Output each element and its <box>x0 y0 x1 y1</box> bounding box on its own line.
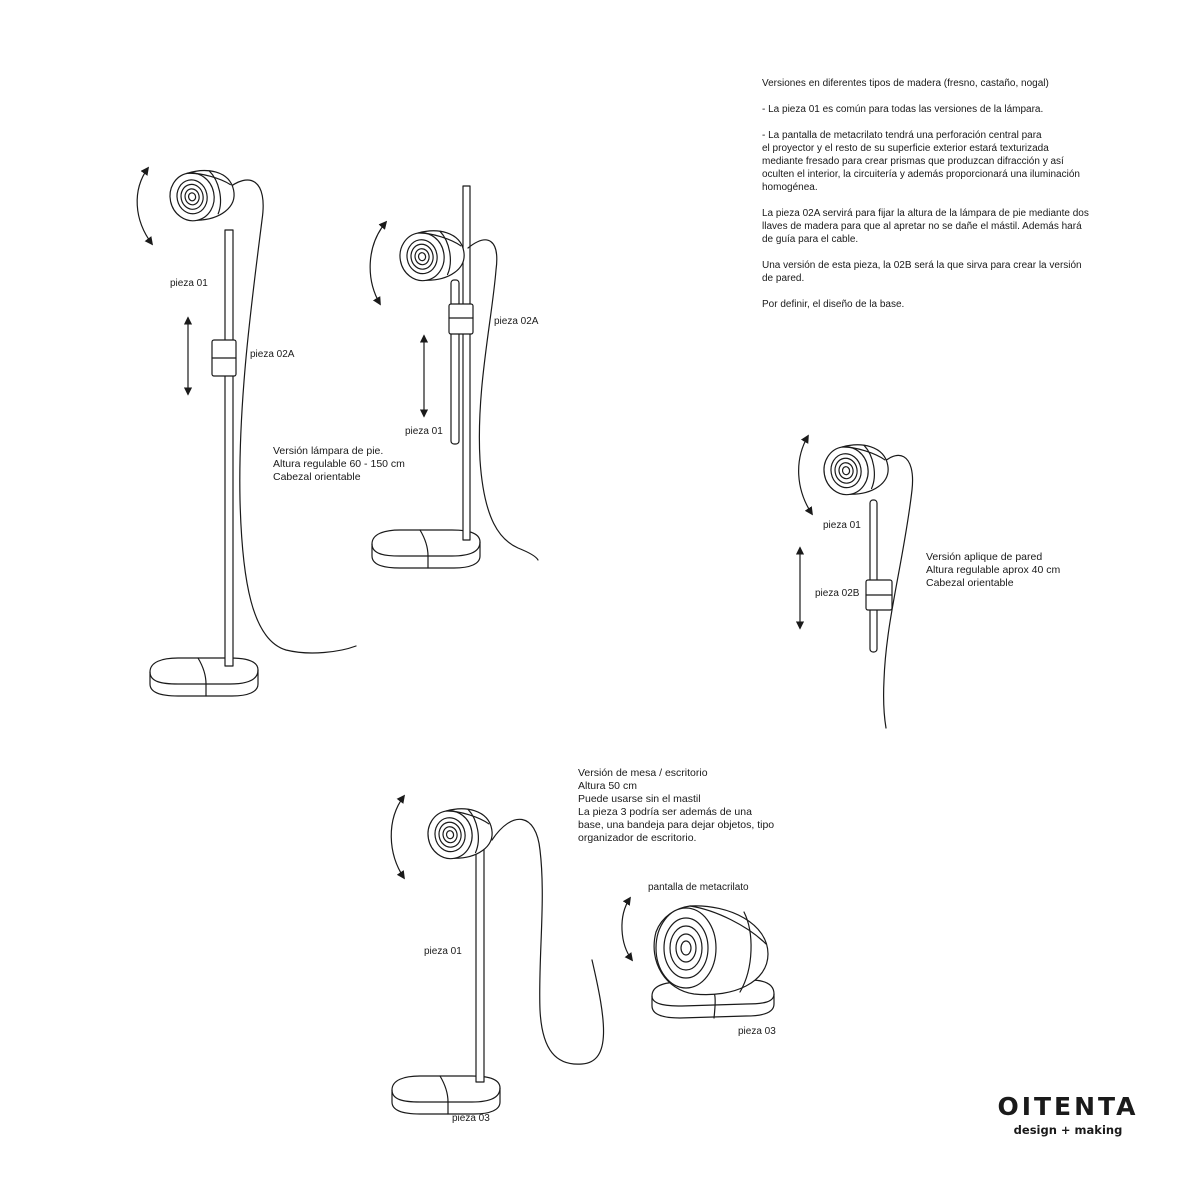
label-pieza01-wall: pieza 01 <box>823 520 861 531</box>
wall-lamp-drawing <box>795 434 913 728</box>
label-pieza01-floor: pieza 01 <box>170 278 208 289</box>
wall-lamp-line: Cabezal orientable <box>926 577 1014 589</box>
floor-lamp-description: Versión lámpara de pie. Altura regulable… <box>273 445 405 484</box>
note-line: Por definir, el diseño de la base. <box>762 299 905 310</box>
note-paragraph: - La pantalla de metacrilato tendrá una … <box>762 129 1122 194</box>
label-pieza01-desk: pieza 01 <box>424 946 462 957</box>
note-line: oculten el interior, la circuitería y ad… <box>762 169 1080 180</box>
label-pieza03-detail: pieza 03 <box>738 1026 776 1037</box>
desk-lamp-description: Versión de mesa / escritorio Altura 50 c… <box>578 767 774 845</box>
note-line: - La pieza 01 es común para todas las ve… <box>762 104 1044 115</box>
note-paragraph: Una versión de esta pieza, la 02B será l… <box>762 259 1122 285</box>
label-pantalla: pantalla de metacrilato <box>648 882 749 893</box>
note-line: Versiones en diferentes tipos de madera … <box>762 78 1049 89</box>
wall-lamp-line: Versión aplique de pared <box>926 551 1043 563</box>
note-line: homogénea. <box>762 182 818 193</box>
floor-lamp-line: Altura regulable 60 - 150 cm <box>273 458 405 470</box>
note-line: de guía para el cable. <box>762 234 859 245</box>
note-paragraph: La pieza 02A servirá para fijar la altur… <box>762 207 1122 246</box>
brand-logo: OITENTA design + making <box>994 1092 1142 1138</box>
label-pieza01-tall: pieza 01 <box>405 426 443 437</box>
wall-lamp-description: Versión aplique de pared Altura regulabl… <box>926 551 1060 590</box>
note-line: La pieza 02A servirá para fijar la altur… <box>762 208 1089 219</box>
note-line: mediante fresado para crear prismas que … <box>762 156 1064 167</box>
note-line: - La pantalla de metacrilato tendrá una … <box>762 130 1042 141</box>
label-pieza02a-floor: pieza 02A <box>250 349 295 360</box>
tall-lamp-drawing <box>370 186 538 569</box>
label-pieza03-desk: pieza 03 <box>452 1113 490 1124</box>
desk-lamp-drawing <box>391 794 603 1115</box>
brand-name: OITENTA <box>997 1092 1139 1121</box>
floor-lamp-line: Versión lámpara de pie. <box>273 445 384 457</box>
wall-lamp-line: Altura regulable aprox 40 cm <box>926 564 1061 576</box>
desk-lamp-line: Puede usarse sin el mastil <box>578 793 701 805</box>
note-line: llaves de madera para que al apretar no … <box>762 221 1082 232</box>
design-notes: Versiones en diferentes tipos de madera … <box>762 77 1122 324</box>
label-pieza02b-wall: pieza 02B <box>815 588 860 599</box>
note-line: de pared. <box>762 273 805 284</box>
label-pieza02a-tall: pieza 02A <box>494 316 539 327</box>
note-line: Una versión de esta pieza, la 02B será l… <box>762 260 1082 271</box>
floor-lamp-line: Cabezal orientable <box>273 471 361 483</box>
brand-tagline: design + making <box>1013 1123 1123 1137</box>
desk-lamp-line: Altura 50 cm <box>578 780 637 792</box>
desk-lamp-line: Versión de mesa / escritorio <box>578 767 708 779</box>
desk-lamp-line: base, una bandeja para dejar objetos, ti… <box>578 819 775 831</box>
note-paragraph: - La pieza 01 es común para todas las ve… <box>762 103 1122 116</box>
note-line: el proyector y el resto de su superficie… <box>762 143 1049 154</box>
floor-lamp-drawing <box>137 163 356 697</box>
desk-lamp-line: La pieza 3 podría ser además de una <box>578 806 752 818</box>
shade-detail-drawing <box>622 896 774 1018</box>
desk-lamp-line: organizador de escritorio. <box>578 832 697 844</box>
note-paragraph: Por definir, el diseño de la base. <box>762 298 1122 311</box>
note-paragraph: Versiones en diferentes tipos de madera … <box>762 77 1122 90</box>
